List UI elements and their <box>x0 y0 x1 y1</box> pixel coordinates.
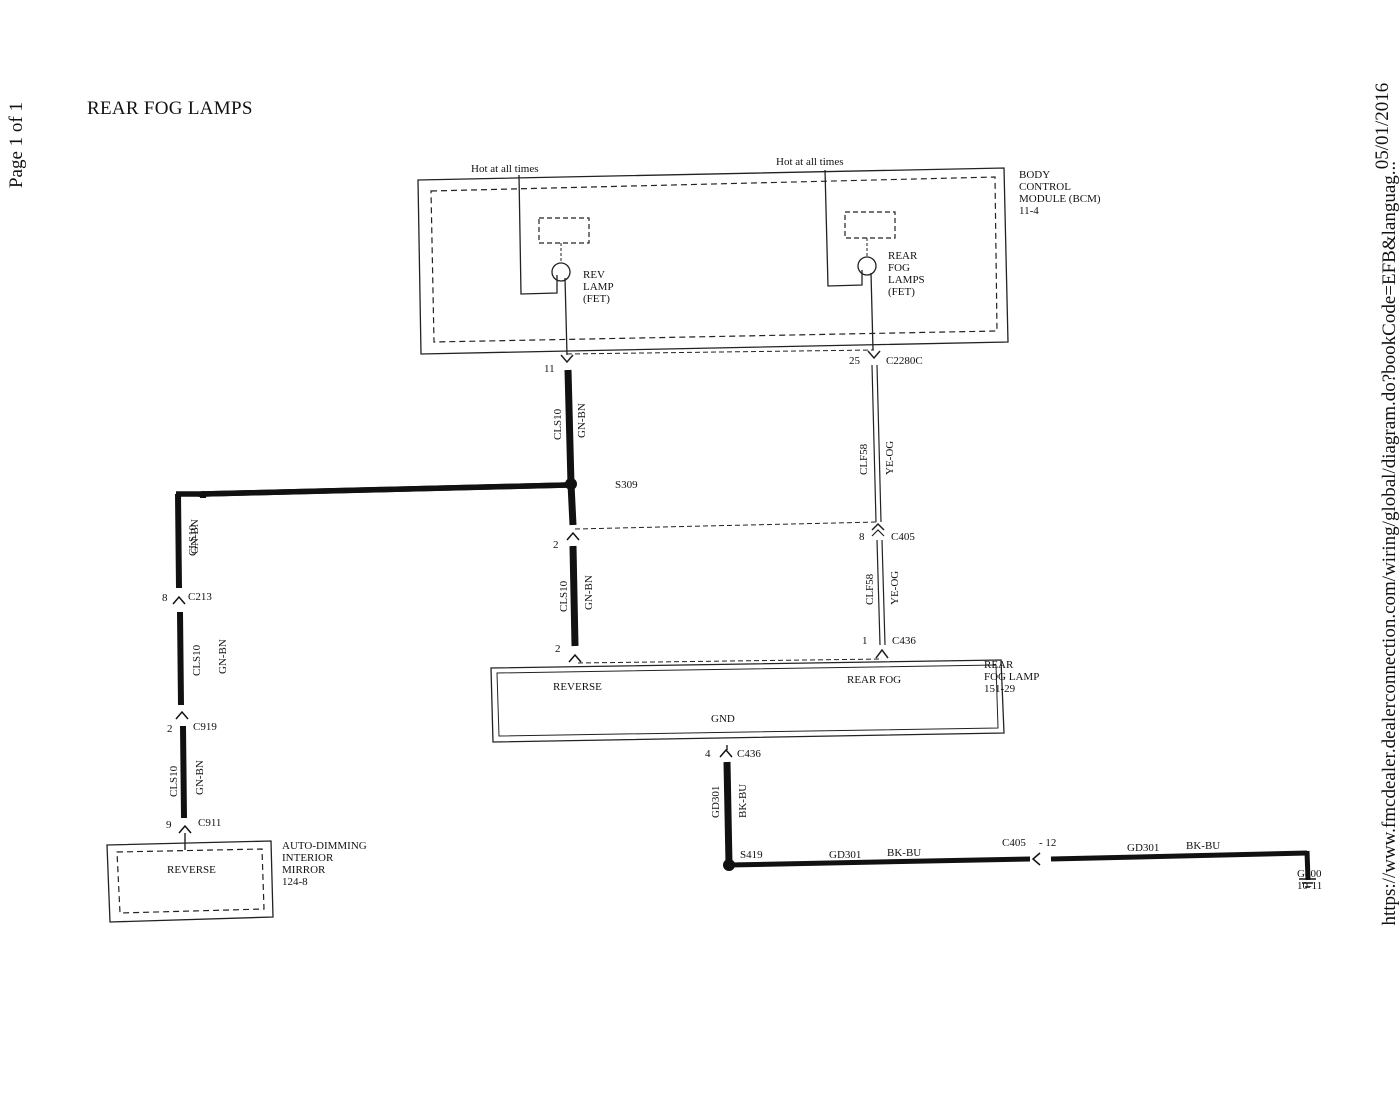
s309-label: S309 <box>615 479 638 491</box>
wire-color-9: BK-BU <box>887 847 921 859</box>
bcm-module <box>417 167 1009 356</box>
wire-code-8: GD301 <box>710 786 722 818</box>
wire-cls10-branch <box>198 482 568 497</box>
bcm-name-2: CONTROL <box>1019 181 1071 193</box>
pin-11-label: 11 <box>544 363 555 375</box>
c2280c-label: C2280C <box>886 355 923 367</box>
s419-label: S419 <box>740 849 763 861</box>
wire-code-5: CLF58 <box>864 573 876 605</box>
c436-pin1-label: 1 <box>862 635 868 647</box>
wire-code-7: CLS10 <box>168 765 180 797</box>
bcm-name-3: MODULE (BCM) <box>1019 193 1101 205</box>
c405-ground-label: C405 <box>1002 837 1026 849</box>
wire-code-3: CLS10 <box>187 524 199 556</box>
wire-code-6: CLS10 <box>191 644 203 676</box>
c919-connector <box>175 710 189 720</box>
c436-pin2-label: 2 <box>555 643 561 655</box>
c405-pin2-connector <box>566 531 580 541</box>
wire-color-7: GN-BN <box>194 760 206 795</box>
gnd-c436-label: C436 <box>737 748 761 760</box>
wire-color-3-left: GN-BN <box>189 519 201 554</box>
rev-fet-label-1: REV <box>583 269 605 281</box>
wire-color-5: YE-OG <box>889 571 901 605</box>
c919-pin-label: 2 <box>167 723 173 735</box>
c405-ground-connector <box>1031 852 1041 866</box>
fog-lamp-gnd-pin: GND <box>711 713 735 725</box>
mirror-ref: 124-8 <box>282 876 308 888</box>
c2280c-pin25-connector <box>867 350 881 360</box>
c405-pin8-label: 8 <box>859 531 865 543</box>
wire-code-2: CLF58 <box>858 443 870 475</box>
fog-fet-box <box>844 211 896 239</box>
hot-label-left: Hot at all times <box>471 163 539 175</box>
gnd-pin-label: 4 <box>705 748 711 760</box>
fog-lamp-name-2: FOG LAMP <box>984 671 1039 683</box>
g400-label: G400 <box>1297 868 1322 880</box>
bcm-ref: 11-4 <box>1019 205 1039 217</box>
mirror-name-1: AUTO-DIMMING <box>282 840 367 852</box>
ground-g400-icon <box>1299 878 1316 888</box>
mirror-reverse-pin: REVERSE <box>167 864 216 876</box>
c436-label: C436 <box>892 635 916 647</box>
auto-dimming-mirror <box>106 840 274 923</box>
wire-code-4: CLS10 <box>558 580 570 612</box>
c405-ground-pin: - 12 <box>1039 837 1056 849</box>
wire-color-8: BK-BU <box>737 784 749 818</box>
rear-fog-lamp <box>490 659 1005 743</box>
fog-lamp-name-1: REAR <box>984 659 1014 671</box>
fog-fet-symbol <box>857 256 877 276</box>
c213-connector <box>172 595 186 605</box>
rev-fet-box <box>538 217 590 244</box>
c2280c-pin11-connector <box>560 354 574 364</box>
fog-fet-label-3: LAMPS <box>888 274 925 286</box>
rev-fet-symbol <box>551 262 571 282</box>
bcm-name-1: BODY <box>1019 169 1050 181</box>
wire-code-9: GD301 <box>829 849 861 861</box>
fog-lamp-ref: 151-29 <box>984 683 1016 695</box>
mirror-name-2: INTERIOR <box>282 852 334 864</box>
g400-ref: 10-11 <box>1297 880 1322 892</box>
wire-cls10-main <box>564 369 577 526</box>
page-title: REAR FOG LAMPS <box>87 98 253 119</box>
mirror-name-3: MIRROR <box>282 864 326 876</box>
wire-code-10: GD301 <box>1127 842 1159 854</box>
fog-fet-label-1: REAR <box>888 250 918 262</box>
c405-pin2-label: 2 <box>553 539 559 551</box>
c911-pin-label: 9 <box>166 819 172 831</box>
wire-code-1: CLS10 <box>552 408 564 440</box>
wire-color-10: BK-BU <box>1186 840 1220 852</box>
fog-lamp-reverse-pin: REVERSE <box>553 681 602 693</box>
c213-label: C213 <box>188 591 212 603</box>
rev-fet-label-2: LAMP <box>583 281 614 293</box>
c919-label: C919 <box>193 721 217 733</box>
pin-25-label: 25 <box>849 355 861 367</box>
wire-color-6: GN-BN <box>217 639 229 674</box>
wire-clf58 <box>871 364 889 659</box>
fog-fet-label-4: (FET) <box>888 286 915 298</box>
wire-color-4: GN-BN <box>583 575 595 610</box>
rev-fet-label-3: (FET) <box>583 293 610 305</box>
c436-pin2-connector <box>568 653 582 663</box>
wiring-diagram: Hot at all times Hot at all times BODY C… <box>106 156 1322 923</box>
fog-lamp-rear-fog-pin: REAR FOG <box>847 674 901 686</box>
c436-pin4-connector <box>719 748 733 758</box>
hot-label-right: Hot at all times <box>776 156 844 168</box>
wire-color-2: YE-OG <box>884 441 896 475</box>
fog-fet-label-2: FOG <box>888 262 910 274</box>
c213-pin-label: 8 <box>162 592 168 604</box>
c405-label: C405 <box>891 531 915 543</box>
c911-connector <box>178 824 192 834</box>
c911-label: C911 <box>198 817 221 829</box>
wire-color-1: GN-BN <box>576 403 588 438</box>
